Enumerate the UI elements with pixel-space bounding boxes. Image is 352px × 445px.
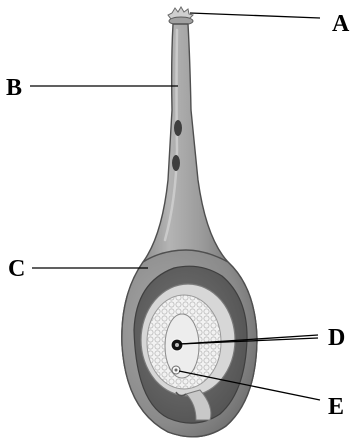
label-b: B (6, 75, 22, 101)
label-e: E (328, 394, 344, 420)
polar-nuclei (171, 339, 183, 351)
stigma (168, 7, 193, 25)
label-d: D (328, 325, 345, 351)
leader-line-a (190, 13, 320, 18)
egg-cell (172, 366, 180, 374)
label-c: C (8, 256, 25, 282)
label-a: A (332, 11, 350, 37)
